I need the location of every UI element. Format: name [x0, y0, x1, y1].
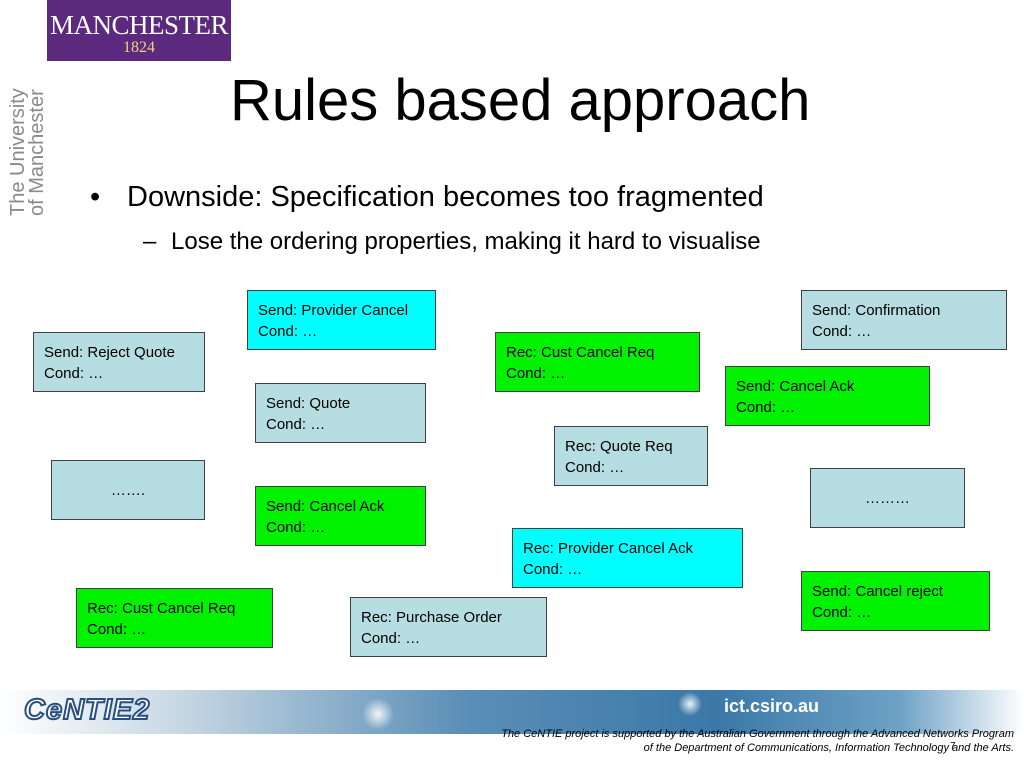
- box-cond: Cond: …: [44, 365, 104, 382]
- vertical-university-name: The University of Manchester: [2, 66, 48, 218]
- box-label: Send: Cancel reject: [812, 583, 943, 600]
- bullet-1-text: Downside: Specification becomes too frag…: [127, 181, 764, 213]
- box-cond: Cond: …: [361, 630, 421, 647]
- logo-name: MANCHESTER: [49, 10, 229, 40]
- box-send-cancel-ack-mid: Send: Cancel Ack Cond: …: [255, 486, 426, 546]
- box-rec-provider-cancel-ack: Rec: Provider Cancel Ack Cond: …: [512, 528, 743, 588]
- centie-logo: CeNTIE2: [23, 693, 151, 727]
- box-ellipsis-text: ………: [865, 489, 910, 507]
- vertical-line-1: The University: [7, 88, 29, 216]
- box-cond: Cond: …: [736, 399, 796, 416]
- box-label: Send: Provider Cancel: [258, 302, 409, 319]
- box-label: Rec: Provider Cancel Ack: [523, 540, 694, 557]
- box-rec-cust-cancel-req-bottom: Rec: Cust Cancel Req Cond: …: [76, 588, 273, 648]
- box-cond: Cond: …: [812, 323, 872, 340]
- box-rec-cust-cancel-req-top: Rec: Cust Cancel Req Cond: …: [495, 332, 700, 392]
- bullet-dot: •: [90, 181, 101, 213]
- box-cond: Cond: …: [87, 621, 147, 638]
- logo-year: 1824: [123, 39, 155, 56]
- vertical-line-2: of Manchester: [26, 89, 46, 216]
- box-label: Rec: Cust Cancel Req: [506, 344, 655, 361]
- box-label: Rec: Cust Cancel Req: [87, 600, 236, 617]
- box-ellipsis-text: …….: [110, 481, 146, 499]
- manchester-logo: MANCHESTER 1824: [47, 0, 231, 61]
- box-label: Send: Confirmation: [812, 302, 941, 319]
- funding-line-1: The CeNTIE project is supported by the A…: [501, 728, 1014, 740]
- slide-title: Rules based approach: [230, 68, 811, 133]
- box-label: Send: Cancel Ack: [266, 498, 385, 515]
- box-ellipsis-left: …….: [51, 460, 205, 520]
- page-number: 7: [950, 741, 956, 752]
- box-rec-quote-req: Rec: Quote Req Cond: …: [554, 426, 708, 486]
- box-send-confirmation: Send: Confirmation Cond: …: [801, 290, 1007, 350]
- funding-line-2: of the Department of Communications, Inf…: [643, 742, 1014, 754]
- bullet-2-text: Lose the ordering properties, making it …: [171, 228, 761, 255]
- box-ellipsis-right: ………: [810, 468, 965, 528]
- funding-statement: The CeNTIE project is supported by the A…: [394, 727, 1014, 755]
- box-send-cancel-ack-right: Send: Cancel Ack Cond: …: [725, 366, 930, 426]
- box-send-reject-quote: Send: Reject Quote Cond: …: [33, 332, 205, 392]
- box-label: Send: Reject Quote: [44, 344, 175, 361]
- box-send-provider-cancel: Send: Provider Cancel Cond: …: [247, 290, 436, 350]
- footer-band: [0, 690, 1024, 734]
- box-cond: Cond: …: [565, 459, 625, 476]
- box-cond: Cond: …: [258, 323, 318, 340]
- box-cond: Cond: …: [523, 561, 583, 578]
- csiro-domain: ict.csiro.au: [724, 696, 820, 716]
- box-label: Rec: Quote Req: [565, 438, 673, 455]
- bullet-dash: –: [143, 228, 157, 255]
- box-cond: Cond: …: [266, 519, 326, 536]
- box-label: Send: Cancel Ack: [736, 378, 855, 395]
- box-send-cancel-reject: Send: Cancel reject Cond: …: [801, 571, 990, 631]
- box-cond: Cond: …: [266, 416, 326, 433]
- box-label: Rec: Purchase Order: [361, 609, 502, 626]
- box-cond: Cond: …: [506, 365, 566, 382]
- box-rec-purchase-order: Rec: Purchase Order Cond: …: [350, 597, 547, 657]
- box-send-quote: Send: Quote Cond: …: [255, 383, 426, 443]
- box-cond: Cond: …: [812, 604, 872, 621]
- box-label: Send: Quote: [266, 395, 351, 412]
